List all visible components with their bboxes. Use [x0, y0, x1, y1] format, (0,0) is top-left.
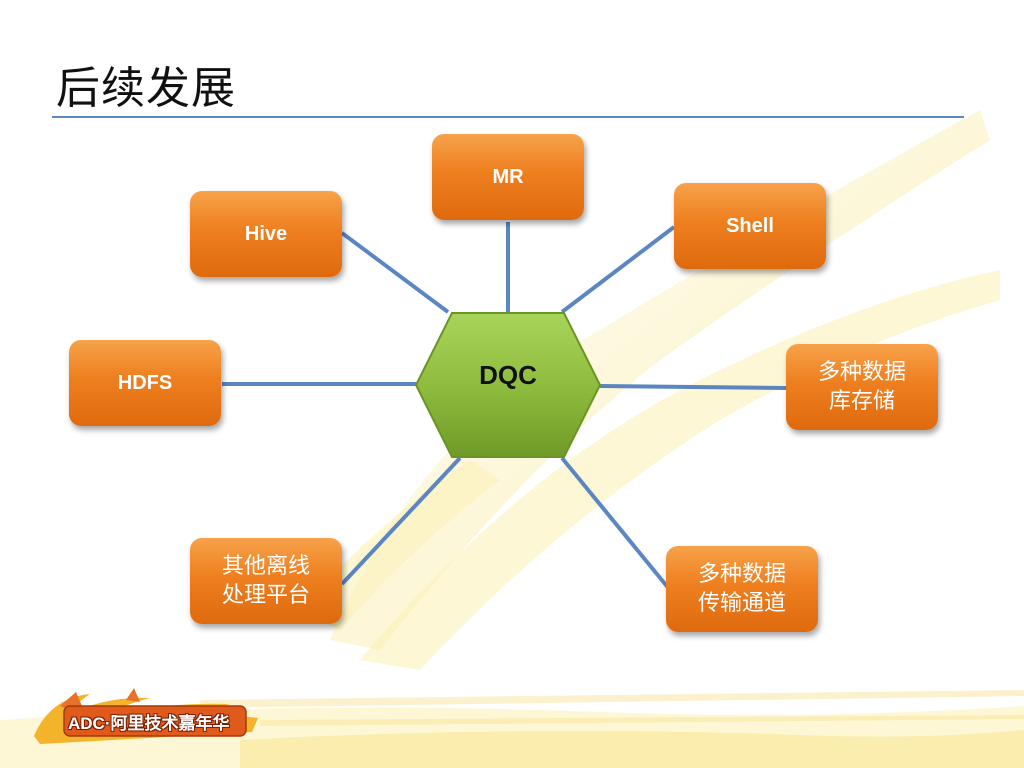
- adc-logo: [34, 688, 258, 744]
- title-underline: [52, 116, 964, 118]
- node-hive: Hive: [190, 191, 342, 277]
- node-label: HDFS: [117, 371, 173, 394]
- node-db-storage: 多种数据 库存储: [786, 344, 938, 430]
- connector-transport: [560, 456, 672, 592]
- slide-title: 后续发展: [56, 63, 236, 114]
- node-label: 其他离线 处理平台: [221, 554, 310, 608]
- connector-hive: [340, 231, 450, 314]
- node-transport-channel: 多种数据 传输通道: [666, 546, 818, 632]
- dqc-hexagon: [414, 312, 602, 458]
- dqc-label: DQC: [479, 360, 537, 390]
- node-label: 多种数据 库存储: [817, 360, 906, 414]
- logo-text: ADC·阿里技术嘉年华: [68, 714, 230, 733]
- node-label: Shell: [726, 214, 774, 237]
- node-mr: MR: [432, 134, 584, 220]
- node-offline-platform: 其他离线 处理平台: [190, 538, 342, 624]
- node-shell: Shell: [674, 183, 826, 269]
- connector-db-storage: [599, 384, 787, 390]
- node-label: MR: [492, 165, 524, 188]
- node-label: 多种数据 传输通道: [697, 562, 786, 616]
- connector-shell: [560, 225, 676, 314]
- node-hdfs: HDFS: [69, 340, 221, 426]
- node-label: Hive: [244, 222, 288, 245]
- connector-offline: [340, 456, 462, 586]
